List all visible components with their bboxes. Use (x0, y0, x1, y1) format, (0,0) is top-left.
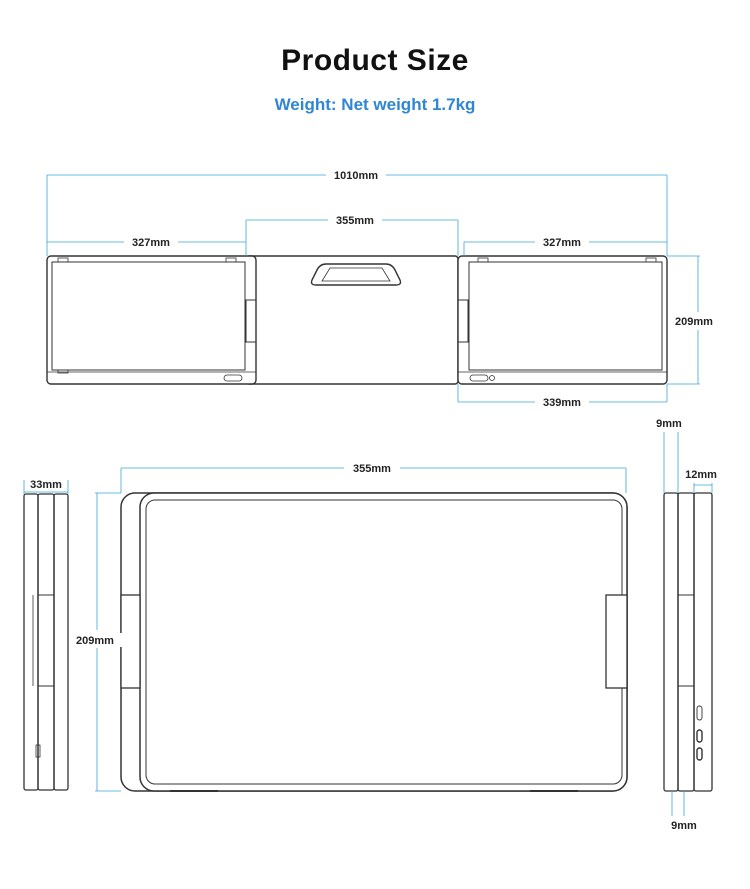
dim-front-height: 209mm (76, 635, 114, 647)
page-title: Product Size (281, 44, 469, 77)
right-side-view: 9mm 12mm 9mm (656, 418, 717, 832)
dim-left-thickness: 33mm (30, 479, 62, 491)
dim-right-bottom: 9mm (671, 820, 697, 832)
dim-right-top: 9mm (656, 418, 682, 430)
dim-total-width: 1010mm (334, 170, 378, 182)
dim-left-screen-width: 327mm (132, 237, 170, 249)
right-screen (457, 255, 668, 385)
left-side-view: 33mm (23, 479, 69, 791)
dim-center-width: 355mm (336, 215, 374, 227)
dim-right-screen-width: 327mm (543, 237, 581, 249)
dim-right-base: 339mm (543, 397, 581, 409)
top-view-unfolded: 1010mm 355mm 327mm 327mm 209mm 339mm (46, 168, 713, 409)
dim-screen-height: 209mm (675, 316, 713, 328)
front-view: 355mm 209mm (70, 461, 628, 792)
weight-subtitle: Weight: Net weight 1.7kg (274, 95, 476, 114)
handle-cutout (310, 263, 402, 286)
left-screen (46, 255, 257, 385)
dim-front-width: 355mm (353, 463, 391, 475)
dim-right-thickness: 12mm (685, 469, 717, 481)
